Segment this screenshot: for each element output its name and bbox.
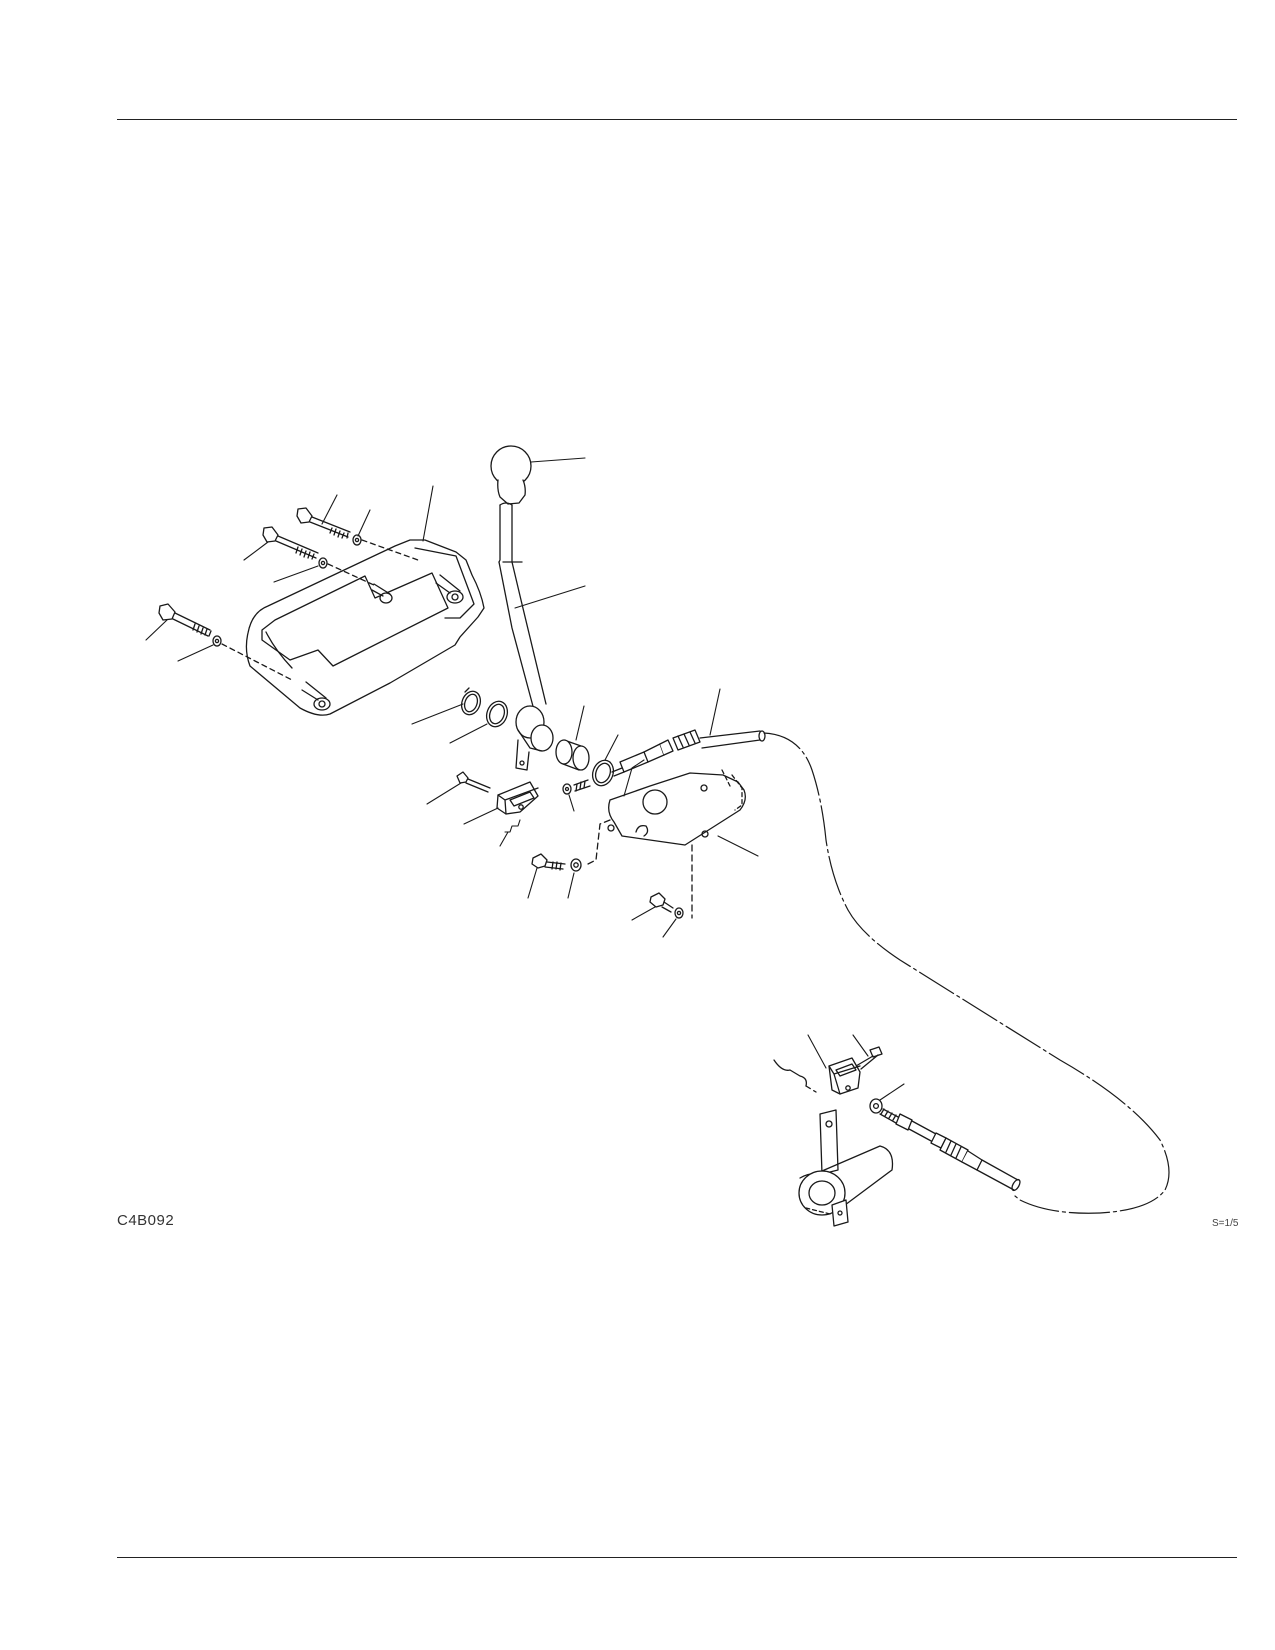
bolt-lower-right (631, 892, 684, 938)
clevis-yoke-lower (773, 1034, 905, 1114)
mounting-plate (587, 759, 759, 919)
snap-ring-and-washer (411, 687, 509, 744)
bolt-upper-1 (296, 494, 419, 561)
bolt-upper-2 (243, 526, 377, 587)
control-cable (763, 732, 1170, 1214)
cable-end-upper (611, 688, 766, 777)
bolt-lower-left (145, 603, 293, 681)
header-rule (117, 119, 1237, 120)
shift-lever (498, 502, 586, 771)
scale-label: S=1/5 (1212, 1218, 1239, 1229)
bushing-and-ring (555, 705, 619, 787)
cable-end-lower (879, 1108, 1021, 1192)
nut-and-washer (562, 779, 591, 812)
clevis-yoke-upper (426, 771, 539, 847)
bolt-middle (527, 853, 582, 899)
lever-cover (245, 485, 485, 716)
figure-code: C4B092 (117, 1212, 175, 1229)
footer-rule (117, 1557, 1237, 1558)
lower-arm (798, 1109, 894, 1227)
shift-knob (490, 445, 586, 505)
